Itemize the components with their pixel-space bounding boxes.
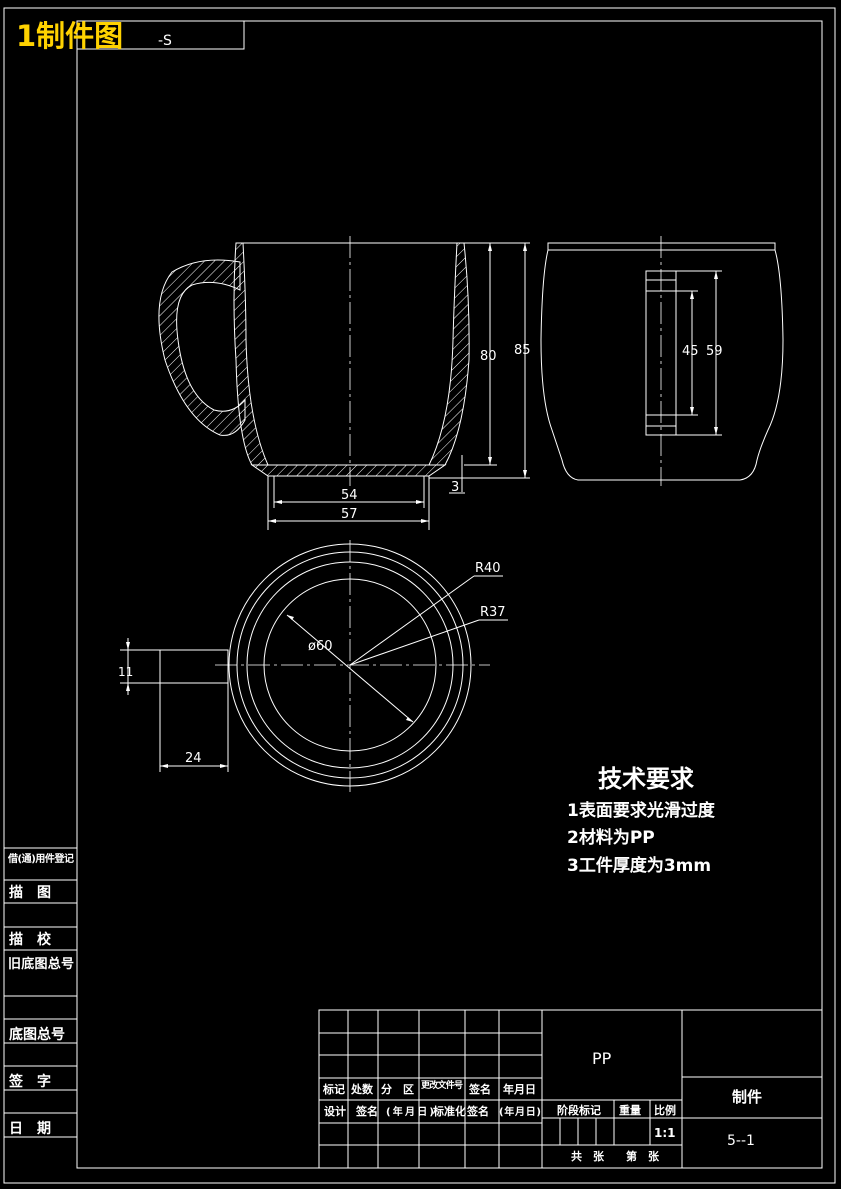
tb-col-zone: 分 区 xyxy=(381,1082,414,1096)
tb-row-date: (年月日) xyxy=(386,1105,434,1118)
tb-col-date: 年月日 xyxy=(503,1082,536,1096)
dim-80-text: 80 xyxy=(480,349,497,364)
tb-scale-label: 比例 xyxy=(654,1103,676,1117)
handle-section xyxy=(158,259,246,436)
top-view: R40 R37 ø60 11 24 xyxy=(118,540,508,792)
page-title: 1制件图 xyxy=(16,19,124,53)
tech-req-heading: 技术要求 xyxy=(598,765,694,793)
drawing-code-box xyxy=(76,20,245,50)
outer-circle xyxy=(228,543,472,787)
drawing-code-text: -S xyxy=(158,33,172,49)
inner-border xyxy=(76,20,823,1169)
side-row-7: 日 期 xyxy=(9,1121,51,1137)
side-row-5: 底图总号 xyxy=(9,1026,65,1043)
side-view: 45 59 xyxy=(540,236,784,486)
side-row-6: 签 字 xyxy=(8,1073,51,1090)
front-section-view: 54 57 80 85 3 xyxy=(158,236,531,530)
dim-r37-text: R37 xyxy=(480,605,506,620)
tb-col-mark: 标记 xyxy=(322,1082,345,1096)
tb-scale-value: 1:1 xyxy=(654,1126,676,1140)
tb-part-name: 制件 xyxy=(732,1088,762,1106)
side-row-2: 描 图 xyxy=(9,884,51,901)
tb-stage-mark: 阶段标记 xyxy=(557,1103,601,1117)
tech-req-item-1: 1表面要求光滑过度 xyxy=(567,800,716,821)
dim-dia60-text: ø60 xyxy=(308,639,333,654)
tech-req-item-2: 2材料为PP xyxy=(567,827,655,848)
dim-57-text: 57 xyxy=(341,507,358,522)
tb-row-std: 标准化 xyxy=(432,1104,466,1118)
dim-11-text: 11 xyxy=(118,665,133,679)
tb-weight: 重量 xyxy=(619,1103,641,1117)
side-profile xyxy=(540,242,784,481)
right-wall-section xyxy=(428,242,470,466)
side-row-3: 描 校 xyxy=(9,931,52,948)
inner-circle xyxy=(263,578,437,752)
outer-border xyxy=(3,7,836,1184)
tb-col-change: 更改文件号 xyxy=(421,1079,463,1091)
dim-45-text: 45 xyxy=(682,344,699,359)
side-table: 借(通)用件登记 描 图 描 校 旧底图总号 底图总号 签 字 日 期 xyxy=(4,847,77,1138)
tb-row-design: 设计 xyxy=(324,1104,346,1118)
dim-59-text: 59 xyxy=(706,344,723,359)
tb-sheet-no: 第 张 xyxy=(626,1149,660,1163)
tb-row-sign2: 签名 xyxy=(466,1104,489,1118)
dim-24-text: 24 xyxy=(185,751,202,766)
side-row-1: 借(通)用件登记 xyxy=(7,852,74,865)
tb-row-sign: 签名 xyxy=(355,1104,378,1118)
base-section xyxy=(250,464,447,477)
tb-col-sign: 签名 xyxy=(468,1082,491,1096)
dim-3-text: 3 xyxy=(451,480,459,495)
dim-54-text: 54 xyxy=(341,488,358,503)
handle-top xyxy=(159,649,229,684)
tb-material: PP xyxy=(592,1049,612,1068)
dim-85-text: 85 xyxy=(514,343,531,358)
title-block: 标记 处数 分 区 更改文件号 签名 年月日 设计 签名 (年月日) 标准化 签… xyxy=(318,1009,823,1169)
tb-row-date2: (年月日) xyxy=(499,1105,541,1118)
side-row-4: 旧底图总号 xyxy=(8,956,74,972)
tb-col-count: 处数 xyxy=(350,1082,374,1096)
tb-sheets-total: 共 张 xyxy=(571,1149,605,1163)
dim-r40-text: R40 xyxy=(475,561,501,576)
handle-end xyxy=(645,270,677,436)
technical-requirements: 技术要求 1表面要求光滑过度 2材料为PP 3工件厚度为3mm xyxy=(567,765,716,876)
tech-req-item-3: 3工件厚度为3mm xyxy=(567,855,711,876)
tb-drawing-no: 5--1 xyxy=(727,1133,755,1149)
